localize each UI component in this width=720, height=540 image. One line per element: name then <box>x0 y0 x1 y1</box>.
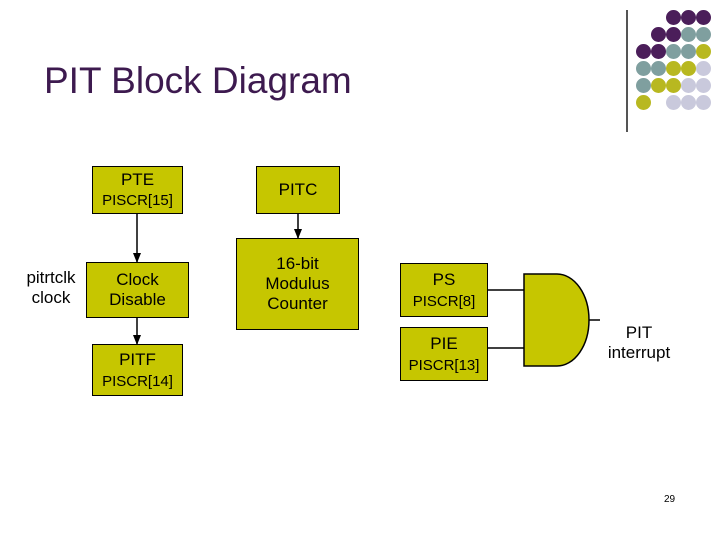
decorative-dot <box>696 44 711 59</box>
decorative-dot <box>636 61 651 76</box>
input-clock-line2: clock <box>31 288 71 307</box>
decorative-dot <box>666 44 681 59</box>
clock-disable-box: Clock Disable <box>86 262 189 318</box>
decorative-dot <box>666 27 681 42</box>
decorative-dot <box>681 61 696 76</box>
modulus-counter-box: 16-bit Modulus Counter <box>236 238 359 330</box>
counter-line1: 16-bit <box>276 254 319 273</box>
input-clock-label: pitrtclk clock <box>22 268 80 308</box>
decorative-dot <box>681 95 696 110</box>
decorative-dot <box>681 78 696 93</box>
counter-line2: Modulus <box>265 274 330 293</box>
and-gate-shape <box>523 273 590 367</box>
ps-label: PS <box>432 269 456 289</box>
counter-line3: Counter <box>267 294 328 313</box>
page-number: 29 <box>664 494 676 505</box>
pte-box: PTE PISCR[15] <box>92 166 183 214</box>
decorative-dot <box>666 10 681 25</box>
decorative-dot <box>681 10 696 25</box>
decorative-dot <box>651 61 666 76</box>
decorative-dot <box>636 78 651 93</box>
pit-interrupt-label: PIT interrupt <box>602 323 676 363</box>
clock-disable-line1: Clock <box>116 270 159 289</box>
decorative-dot <box>696 95 711 110</box>
pitc-box: PITC <box>256 166 340 214</box>
decorative-dot <box>666 78 681 93</box>
pie-label: PIE <box>430 333 458 353</box>
decorative-dot <box>636 95 651 110</box>
pitf-label: PITF <box>119 349 156 369</box>
pte-register: PISCR[15] <box>102 192 173 209</box>
decorative-dot <box>636 44 651 59</box>
decorative-dot <box>696 61 711 76</box>
decorative-dot <box>681 44 696 59</box>
pit-interrupt-line1: PIT <box>625 323 653 342</box>
decorative-dot <box>696 27 711 42</box>
decorative-dot <box>666 95 681 110</box>
decorative-dot <box>666 61 681 76</box>
ps-box: PS PISCR[8] <box>400 263 488 317</box>
pitc-label: PITC <box>278 180 318 199</box>
decorative-divider <box>626 10 628 132</box>
decorative-dot <box>696 78 711 93</box>
pit-interrupt-line2: interrupt <box>607 343 671 362</box>
decorative-dot <box>651 78 666 93</box>
decorative-dot <box>696 10 711 25</box>
slide-title: PIT Block Diagram <box>44 60 352 101</box>
pitf-box: PITF PISCR[14] <box>92 344 183 396</box>
ps-register: PISCR[8] <box>412 292 476 310</box>
pitf-register: PISCR[14] <box>102 372 173 390</box>
decorative-dot <box>651 27 666 42</box>
pie-box: PIE PISCR[13] <box>400 327 488 381</box>
pie-register: PISCR[13] <box>408 356 480 374</box>
decorative-dot <box>651 44 666 59</box>
clock-disable-line2: Disable <box>109 290 166 309</box>
pte-label: PTE <box>120 170 155 189</box>
decorative-dot <box>681 27 696 42</box>
input-clock-line1: pitrtclk <box>26 268 76 287</box>
